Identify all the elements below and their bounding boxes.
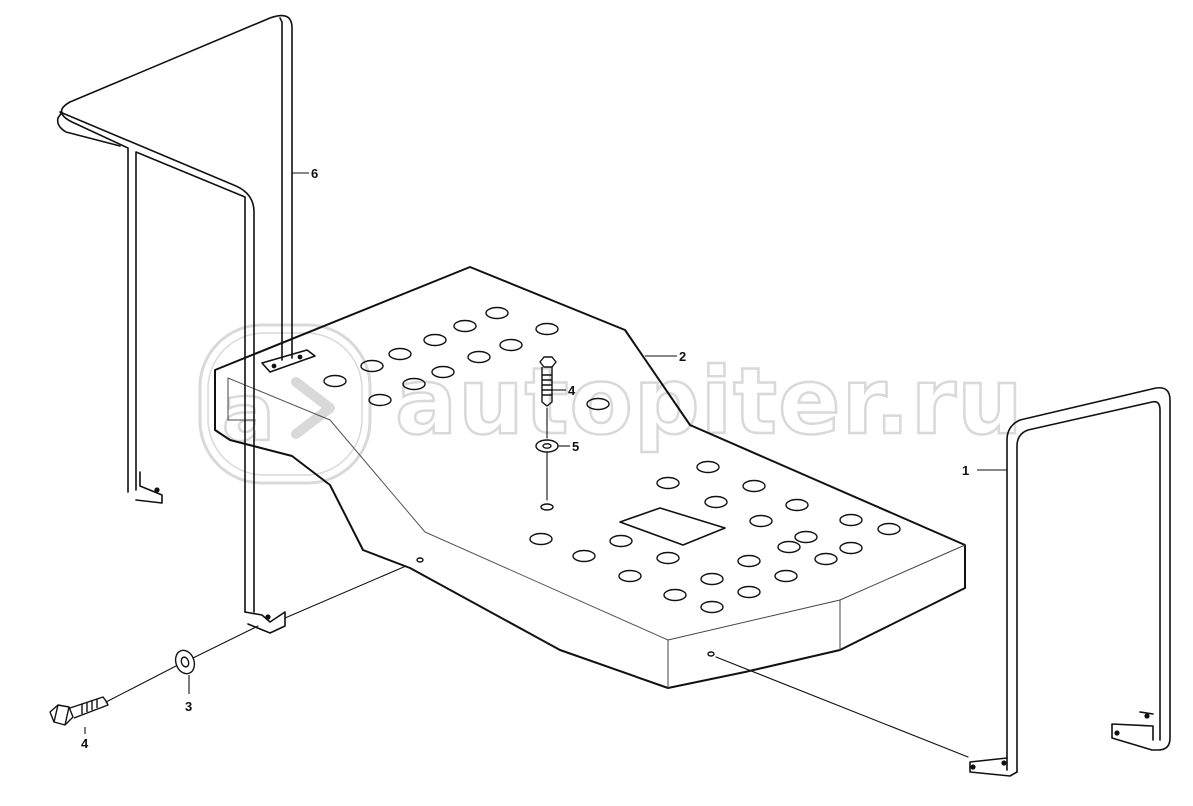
handrail-right	[969, 386, 1171, 777]
assembly-lines	[105, 407, 969, 758]
handrail-left	[56, 14, 316, 634]
watermark-logo-icon: a	[198, 323, 372, 485]
leader-lines	[84, 172, 1007, 734]
callout-3: 3	[185, 699, 192, 714]
callout-6: 6	[311, 166, 318, 181]
callout-2: 2	[679, 349, 686, 364]
washer-lower	[174, 649, 196, 675]
watermark-text: autopiter.ru	[395, 348, 1024, 455]
platform-holes	[323, 306, 901, 657]
watermark: a autopiter.ru	[198, 323, 1024, 485]
callout-4-lower: 4	[81, 736, 89, 751]
platform-plate	[214, 266, 966, 689]
callout-5: 5	[572, 439, 579, 454]
callout-4-upper: 4	[568, 383, 576, 398]
callout-1: 1	[962, 463, 969, 478]
bolt-lower	[49, 696, 109, 726]
